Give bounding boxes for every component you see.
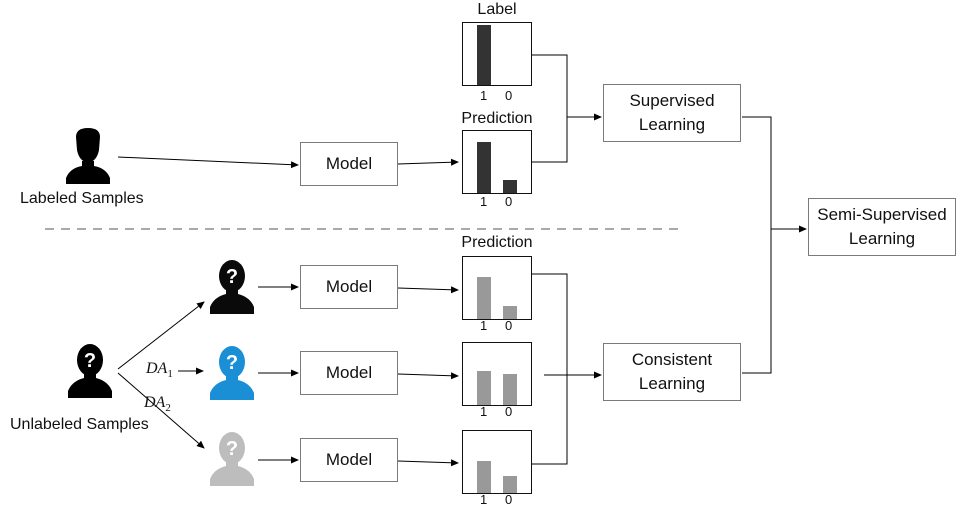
label-bar-1 [477,25,491,85]
svg-text:?: ? [226,438,238,460]
prediction-u1-ticks: 1 0 [462,318,532,334]
prediction-chart-unlabeled-3 [462,430,532,494]
arrow-labeled-to-model [117,156,299,169]
arrow-model3-to-pred [397,459,459,467]
arrow-da2 [117,372,205,449]
augmented-person-1-icon: ? [210,260,254,314]
prediction-u1-bar-0 [503,306,517,319]
prediction-u2-bar-1 [477,371,491,405]
prediction-u3-ticks: 1 0 [462,492,532,508]
tick-0: 0 [505,404,513,419]
label-chart-ticks: 1 0 [462,88,532,104]
labeled-samples-caption: Labeled Samples [20,190,144,207]
supervised-line1: Supervised [629,91,715,110]
tick-0: 0 [505,88,513,103]
tick-0: 0 [505,194,513,209]
prediction-u3-bar-0 [503,476,517,493]
prediction-chart-title-labeled: Prediction [461,110,533,127]
prediction-labeled-ticks: 1 0 [462,194,532,210]
tick-1: 1 [480,492,488,507]
tick-1: 1 [480,318,488,333]
tick-1: 1 [480,404,488,419]
prediction-chart-title-unlabeled: Prediction [461,234,533,251]
svg-text:?: ? [226,266,238,288]
semi-line2: Learning [848,229,916,248]
label-chart-title: Label [477,1,517,18]
prediction-chart-unlabeled-1 [462,256,532,320]
augmented-person-3-icon: ? [210,432,254,486]
tick-0: 0 [505,318,513,333]
model-box-unlabeled-2: Model [300,351,398,395]
bracket-consistent [532,273,568,465]
prediction-u2-ticks: 1 0 [462,404,532,420]
consistent-line1: Consistent [631,350,713,369]
prediction-labeled-bar-1 [477,142,491,193]
person-silhouette-icon [66,128,110,184]
bracket-supervised [532,54,568,163]
person-question-icon: ? [68,344,112,398]
tick-1: 1 [480,194,488,209]
prediction-u1-bar-1 [477,277,491,319]
semi-line1: Semi-Supervised [817,205,947,224]
prediction-chart-unlabeled-2 [462,342,532,406]
prediction-u3-bar-1 [477,461,491,493]
prediction-u2-bar-0 [503,374,517,405]
consistent-line2: Learning [638,374,706,393]
svg-text:?: ? [226,352,238,374]
supervised-line2: Learning [638,115,706,134]
tick-0: 0 [505,492,513,507]
model-box-unlabeled-1: Model [300,265,398,309]
tick-1: 1 [480,88,488,103]
prediction-chart-labeled [462,130,532,194]
model-box-unlabeled-3: Model [300,438,398,482]
arrow-da-top [117,301,205,370]
label-chart [462,22,532,86]
da2-label: DA2 [144,394,171,415]
arrow-model2-to-pred [397,372,459,380]
bracket-semi [742,116,772,374]
svg-text:?: ? [84,350,96,372]
da1-label: DA1 [146,360,173,381]
prediction-labeled-bar-0 [503,180,517,193]
model-box-labeled: Model [300,142,398,186]
unlabeled-samples-caption: Unlabeled Samples [10,416,149,433]
augmented-person-2-icon: ? [210,346,254,400]
arrow-model1-to-pred [397,286,459,294]
arrow-model-to-prediction [397,158,459,166]
